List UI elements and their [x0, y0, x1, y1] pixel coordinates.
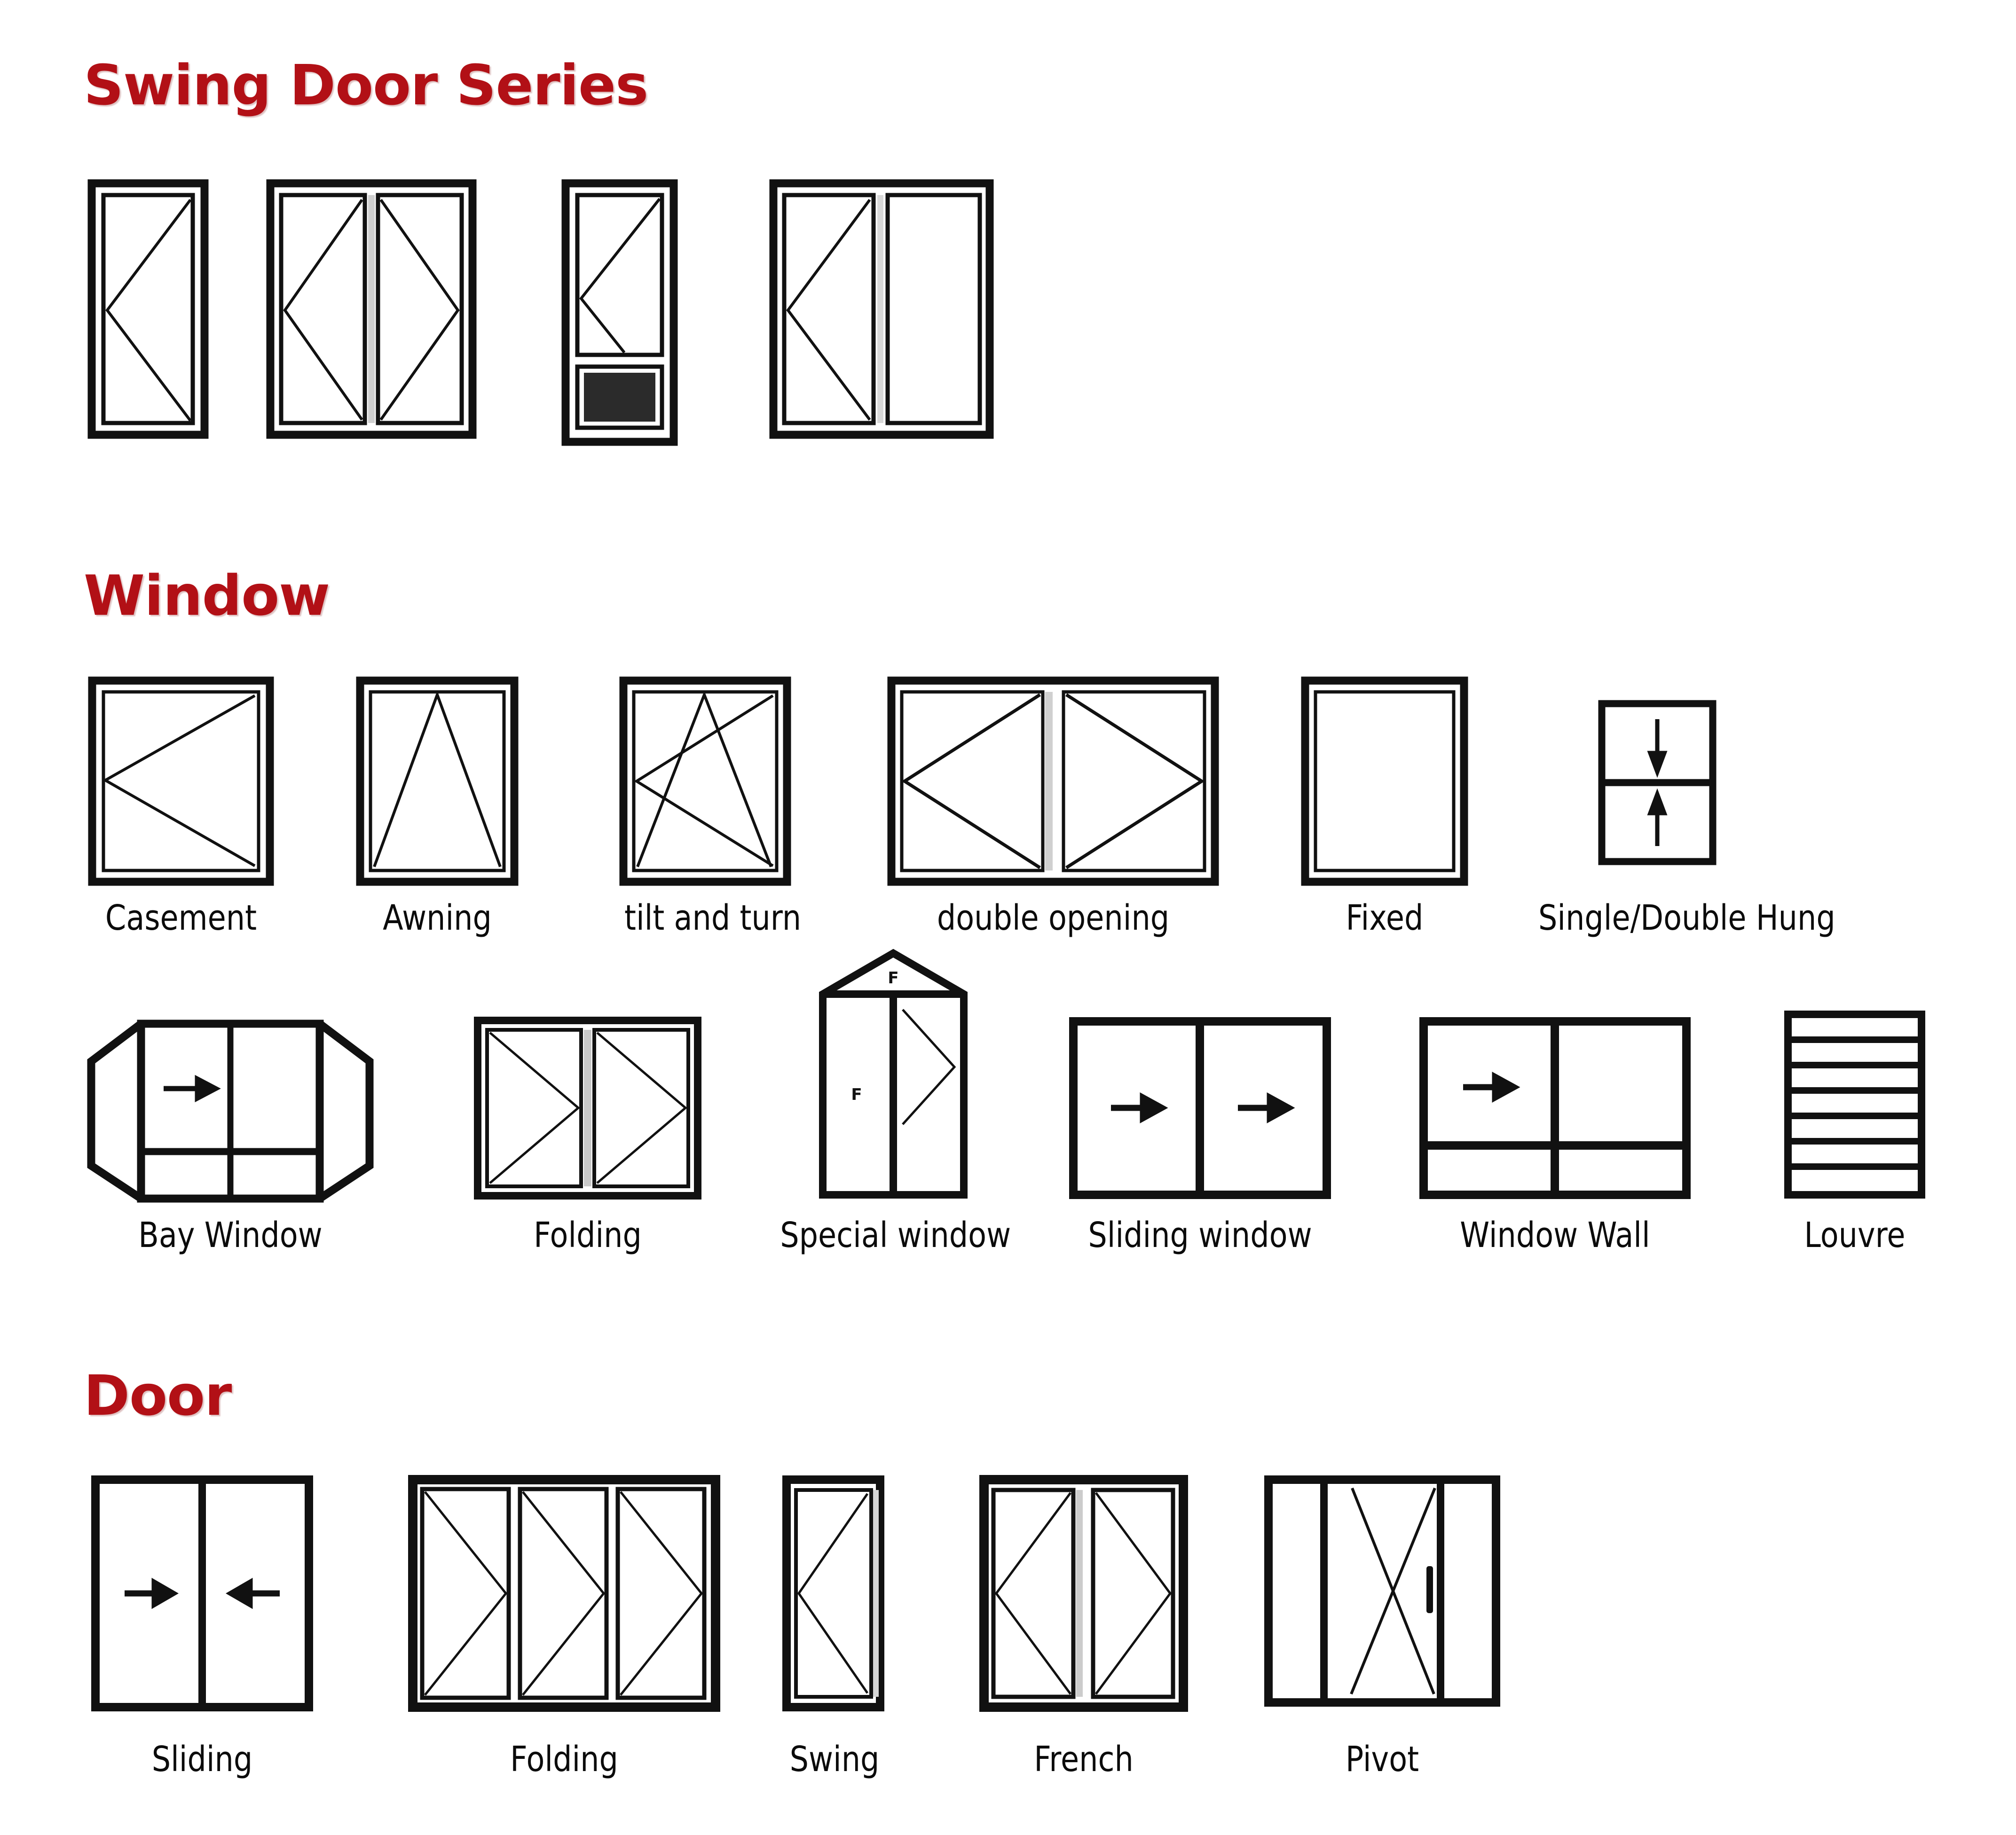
caption-pivot-door: Pivot	[1345, 1739, 1419, 1780]
caption-sliding-window: Sliding window	[1088, 1215, 1312, 1255]
caption-folding-door: Folding	[510, 1739, 618, 1780]
figure-french-door	[979, 1475, 1188, 1712]
figure-single-swing-door	[87, 179, 209, 439]
caption-fixed-window: Fixed	[1346, 898, 1424, 938]
caption-double-opening-window: double opening	[937, 898, 1170, 938]
figure-swing-door-with-fixed-sidelight	[769, 179, 994, 439]
figure-louvre-window	[1784, 1011, 1925, 1199]
figure-window-wall	[1419, 1017, 1691, 1199]
caption-louvre-window: Louvre	[1804, 1215, 1906, 1255]
figure-special-window: F F	[818, 949, 969, 1199]
figure-swing-door-with-solid-panel	[561, 179, 678, 446]
caption-window-wall: Window Wall	[1460, 1215, 1650, 1255]
figure-awning-window	[356, 676, 519, 886]
figure-sliding-window	[1069, 1017, 1331, 1199]
figure-bay-window	[85, 1011, 376, 1208]
figure-sliding-door	[91, 1475, 313, 1711]
figure-double-swing-door	[266, 179, 477, 439]
figure-double-opening-window	[887, 676, 1219, 886]
special-window-pane-letter: F	[851, 1085, 862, 1104]
pivot-door-handle	[1426, 1566, 1433, 1613]
figure-fixed-window	[1301, 676, 1468, 886]
figure-tilt-and-turn-window	[619, 676, 791, 886]
caption-folding-window: Folding	[534, 1215, 642, 1255]
section-title-door: Door	[84, 1363, 232, 1428]
figure-casement-window	[88, 676, 274, 886]
caption-french-door: French	[1034, 1739, 1134, 1780]
caption-tilt-and-turn-window: tilt and turn	[624, 898, 802, 938]
caption-casement-window: Casement	[105, 898, 257, 938]
caption-sliding-door: Sliding	[151, 1739, 253, 1780]
figure-folding-window	[474, 1017, 701, 1200]
section-title-window: Window	[84, 563, 330, 628]
figure-swing-door	[782, 1475, 884, 1711]
caption-swing-door: Swing	[789, 1739, 880, 1780]
caption-special-window: Special window	[780, 1215, 1011, 1255]
caption-awning-window: Awning	[383, 898, 492, 938]
figure-single-double-hung-window	[1598, 700, 1717, 865]
figure-folding-door	[408, 1475, 720, 1712]
caption-bay-window: Bay Window	[138, 1215, 323, 1255]
special-window-gable-letter: F	[888, 969, 898, 988]
caption-single-double-hung-window: Single/Double Hung	[1538, 898, 1835, 938]
figure-pivot-door	[1264, 1475, 1500, 1707]
section-title-swing-door-series: Swing Door Series	[84, 53, 648, 118]
